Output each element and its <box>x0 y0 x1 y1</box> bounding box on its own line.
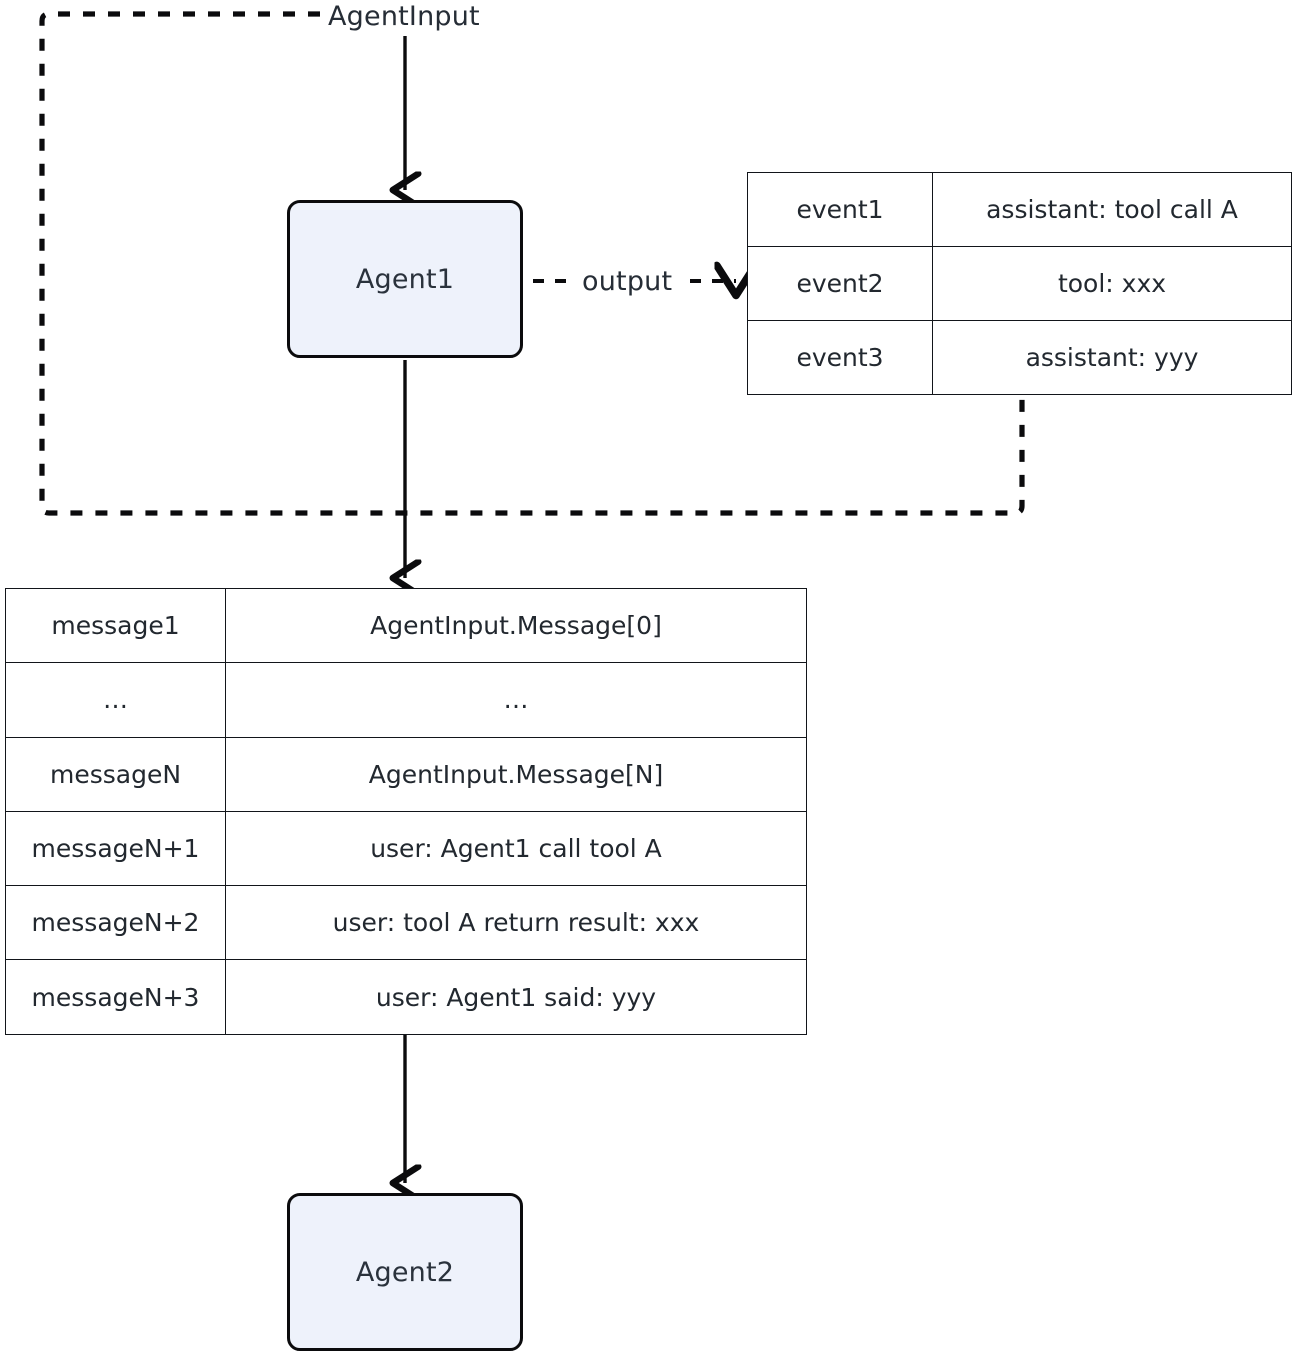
table-row: event3 assistant: yyy <box>747 320 1292 395</box>
event-key-cell: event3 <box>747 320 933 395</box>
table-row: messageN AgentInput.Message[N] <box>5 736 807 812</box>
table-row: event2 tool: xxx <box>747 246 1292 321</box>
message-key-cell: messageN+2 <box>5 885 226 961</box>
message-key-cell: … <box>5 662 226 738</box>
table-row: messageN+3 user: Agent1 said: yyy <box>5 959 807 1035</box>
message-value-cell: user: Agent1 call tool A <box>225 810 807 887</box>
event-key-cell: event2 <box>747 246 933 321</box>
message-table: message1 AgentInput.Message[0] … … messa… <box>5 587 807 1035</box>
event-value-cell: assistant: yyy <box>932 320 1292 395</box>
agent2-node[interactable]: Agent2 <box>287 1193 523 1351</box>
message-key-cell: message1 <box>5 587 226 664</box>
table-row: message1 AgentInput.Message[0] <box>5 587 807 664</box>
message-value-cell: … <box>225 662 807 738</box>
event-value-cell: assistant: tool call A <box>932 172 1292 247</box>
agent1-label: Agent1 <box>355 263 455 295</box>
event-table: event1 assistant: tool call A event2 too… <box>747 172 1292 395</box>
message-key-cell: messageN <box>5 736 226 812</box>
message-key-cell: messageN+1 <box>5 810 226 887</box>
message-table-body: message1 AgentInput.Message[0] … … messa… <box>5 587 807 1035</box>
event-table-body: event1 assistant: tool call A event2 too… <box>747 172 1292 395</box>
agent2-label: Agent2 <box>355 1256 455 1288</box>
message-value-cell: AgentInput.Message[N] <box>225 736 807 812</box>
agent-input-edge-label: AgentInput <box>328 1 480 32</box>
event-value-cell: tool: xxx <box>932 246 1292 321</box>
table-row: messageN+2 user: tool A return result: x… <box>5 885 807 961</box>
agent1-node[interactable]: Agent1 <box>287 200 523 358</box>
event-key-cell: event1 <box>747 172 933 247</box>
message-value-cell: user: tool A return result: xxx <box>225 885 807 961</box>
message-value-cell: AgentInput.Message[0] <box>225 587 807 664</box>
message-key-cell: messageN+3 <box>5 959 226 1035</box>
message-value-cell: user: Agent1 said: yyy <box>225 959 807 1035</box>
table-row: … … <box>5 662 807 738</box>
table-row: messageN+1 user: Agent1 call tool A <box>5 810 807 887</box>
output-edge-label: output <box>582 266 673 297</box>
table-row: event1 assistant: tool call A <box>747 172 1292 247</box>
